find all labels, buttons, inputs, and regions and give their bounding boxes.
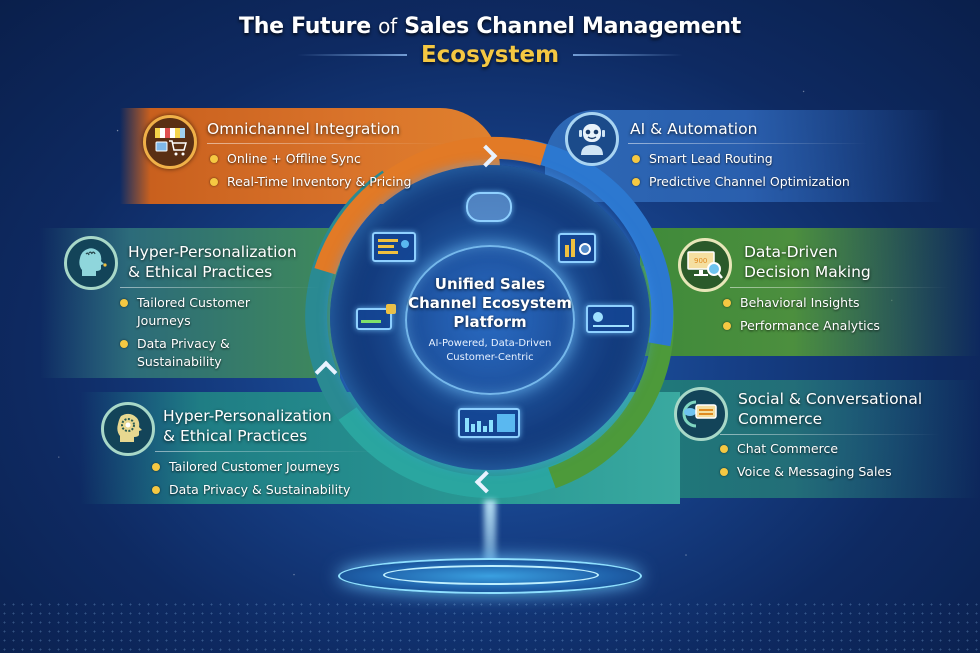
card-bullet-list: Tailored Customer Journeys Data Privacy … bbox=[120, 294, 290, 376]
platform-title-line-3: Platform bbox=[453, 313, 527, 331]
list-item: Tailored Customer Journeys bbox=[152, 458, 350, 476]
analytics-monitor-icon bbox=[458, 408, 520, 438]
subtitle-divider-left bbox=[296, 54, 407, 56]
head-profile-icon bbox=[64, 236, 118, 290]
platform-label: Unified Sales Channel Ecosystem Platform… bbox=[400, 275, 580, 365]
list-item: Online + Offline Sync bbox=[210, 150, 411, 168]
card-divider bbox=[730, 287, 950, 288]
bar-chart-magnifier-icon bbox=[558, 233, 596, 263]
digital-grid-floor bbox=[0, 600, 980, 653]
cloud-icon bbox=[466, 192, 512, 222]
subtitle-row: Ecosystem bbox=[0, 42, 980, 68]
card-title-line-2: Decision Making bbox=[744, 263, 871, 281]
title-part-1: The Future bbox=[239, 14, 371, 39]
card-bullet-list: Online + Offline Sync Real-Time Inventor… bbox=[210, 150, 411, 196]
card-title-line-1: Hyper-Personalization bbox=[128, 243, 297, 261]
card-title: Omnichannel Integration bbox=[207, 120, 401, 138]
list-item: Smart Lead Routing bbox=[632, 150, 850, 168]
card-divider bbox=[120, 287, 320, 288]
list-item: Performance Analytics bbox=[723, 317, 880, 335]
platform-subtitle-line-2: Customer-Centric bbox=[446, 352, 534, 363]
card-title: AI & Automation bbox=[630, 120, 758, 138]
pedestal-inner-ring bbox=[383, 565, 599, 585]
list-item: Tailored Customer Journeys bbox=[120, 294, 290, 330]
card-title-line-2: & Ethical Practices bbox=[163, 427, 308, 445]
head-gears-icon bbox=[101, 402, 155, 456]
monitor-magnifier-icon: 900 bbox=[678, 238, 732, 292]
card-title-line-1: Hyper-Personalization bbox=[163, 407, 332, 425]
storefront-cart-icon bbox=[143, 115, 197, 169]
title-part-2: Sales Channel Management bbox=[404, 14, 741, 39]
list-item: Predictive Channel Optimization bbox=[632, 173, 850, 191]
payment-card-icon bbox=[356, 304, 396, 330]
card-title-line-1: Data-Driven bbox=[744, 243, 838, 261]
platform-subtitle-line-1: AI-Powered, Data-Driven bbox=[428, 338, 552, 349]
svg-text:900: 900 bbox=[694, 257, 707, 265]
presentation-monitor-icon bbox=[586, 305, 634, 333]
list-item: Data Privacy & Sustainability bbox=[152, 481, 350, 499]
platform-core-ring bbox=[405, 245, 575, 395]
card-divider bbox=[207, 143, 447, 144]
page-title: The Future of Sales Channel Management bbox=[0, 14, 980, 39]
card-bullet-list: Tailored Customer Journeys Data Privacy … bbox=[152, 458, 350, 504]
card-divider bbox=[628, 143, 868, 144]
page-subtitle: Ecosystem bbox=[420, 42, 560, 68]
card-title-line-2: & Ethical Practices bbox=[128, 263, 273, 281]
list-item: Real-Time Inventory & Pricing bbox=[210, 173, 411, 191]
dashboard-monitor-icon bbox=[372, 232, 416, 262]
title-of: of bbox=[378, 14, 397, 38]
card-divider bbox=[155, 451, 375, 452]
list-item: Chat Commerce bbox=[720, 440, 892, 458]
card-divider bbox=[720, 434, 940, 435]
card-bullet-list: Smart Lead Routing Predictive Channel Op… bbox=[632, 150, 850, 196]
subtitle-divider-right bbox=[573, 54, 684, 56]
card-bullet-list: Chat Commerce Voice & Messaging Sales bbox=[720, 440, 892, 486]
card-title-line-2: Commerce bbox=[738, 410, 823, 428]
card-bullet-list: Behavioral Insights Performance Analytic… bbox=[723, 294, 880, 340]
robot-icon bbox=[565, 112, 619, 166]
platform-title-line-2: Channel Ecosystem bbox=[408, 294, 572, 312]
list-item: Data Privacy & Sustainability bbox=[120, 335, 290, 371]
list-item: Behavioral Insights bbox=[723, 294, 880, 312]
platform-title-line-1: Unified Sales bbox=[434, 275, 546, 293]
chat-bubbles-icon bbox=[674, 387, 728, 441]
list-item: Voice & Messaging Sales bbox=[720, 463, 892, 481]
card-title-line-1: Social & Conversational bbox=[738, 390, 923, 408]
